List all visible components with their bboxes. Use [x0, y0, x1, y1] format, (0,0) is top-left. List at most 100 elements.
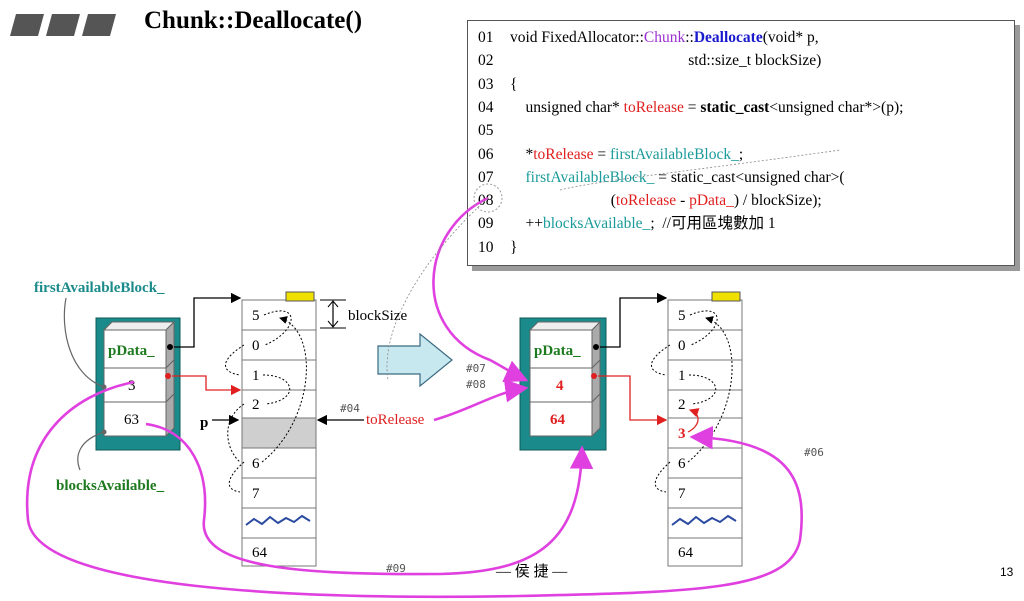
code-line: 07 firstAvailableBlock_ = static_cast<un… — [478, 167, 845, 189]
code-token: :: — [685, 29, 694, 46]
code-line: 09 ++blocksAvailable_; //可用區塊數加 1 — [478, 213, 776, 235]
code-token: * — [510, 145, 534, 163]
code-token: firstAvailableBlock_ — [525, 168, 655, 186]
code-token: } — [510, 238, 518, 256]
left-block-column: 5 0 1 2 6 7 64 — [241, 299, 317, 567]
right-first-available-value: 4 — [556, 378, 564, 394]
tag-04: #04 — [340, 402, 360, 415]
footer-author: — 侯 捷 — — [495, 563, 568, 580]
code-line: 05 — [478, 120, 510, 142]
memory-block — [241, 417, 317, 449]
code-token: void FixedAllocator:: — [510, 29, 644, 46]
code-line-number: 10 — [478, 238, 494, 256]
code-token: ++ — [510, 215, 543, 233]
code-token: toRelease — [533, 145, 594, 163]
code-token: static_cast — [700, 98, 770, 116]
left-blocks-available-value: 63 — [124, 412, 139, 428]
code-token: <unsigned char*>(p); — [769, 98, 904, 116]
tag-07: #07 — [466, 362, 486, 375]
transition-arrow — [377, 332, 453, 388]
memory-block — [241, 359, 317, 391]
to-release-label: toRelease — [366, 412, 425, 428]
memory-block-value: 2 — [678, 397, 686, 413]
memory-block — [667, 537, 743, 567]
code-token: pData_ — [689, 192, 734, 210]
code-token: - — [676, 192, 690, 210]
code-listing: 01 void FixedAllocator::Chunk::Deallocate… — [467, 20, 1015, 266]
memory-block-value: 3 — [678, 426, 686, 442]
memory-block — [241, 329, 317, 361]
code-token: ( — [510, 192, 616, 210]
slide-title: Chunk::Deallocate() — [144, 7, 363, 34]
blocks-available-label: blocksAvailable_ — [56, 478, 165, 494]
left-pdata-label: pData_ — [108, 343, 155, 359]
memory-block-value: 7 — [678, 486, 686, 502]
block-size-label: blockSize — [348, 308, 407, 324]
code-line-number: 05 — [478, 122, 494, 140]
code-line: 03{ — [478, 74, 517, 96]
code-token: blocksAvailable_ — [542, 215, 651, 233]
code-token: toRelease — [623, 98, 684, 116]
code-line-number: 01 — [478, 29, 494, 46]
code-line: 04 unsigned char* toRelease = static_cas… — [478, 97, 903, 119]
left-first-available-value: 3 — [128, 378, 136, 394]
right-pdata-label: pData_ — [534, 343, 581, 359]
memory-block-value: 6 — [252, 456, 260, 472]
code-token: = — [683, 98, 701, 116]
code-line: 01 void FixedAllocator::Chunk::Deallocate… — [478, 27, 819, 49]
memory-block-value: 7 — [252, 486, 260, 502]
memory-block-value: 0 — [252, 338, 260, 354]
memory-block — [667, 329, 743, 361]
tag-09: #09 — [386, 562, 406, 575]
code-line-number: 07 — [478, 168, 494, 186]
p-label: p — [200, 415, 208, 431]
code-token: = — [593, 145, 611, 163]
tag-08: #08 — [466, 378, 486, 391]
memory-block-value: 64 — [252, 545, 268, 561]
code-token: ) / blockSize); — [733, 192, 822, 210]
memory-block-value: 64 — [678, 545, 694, 561]
memory-block — [241, 447, 317, 479]
memory-block-value: 5 — [678, 308, 686, 324]
code-line: 02 std::size_t blockSize) — [478, 50, 821, 72]
code-token: = static_cast<unsigned char>( — [654, 168, 845, 186]
memory-block — [667, 299, 743, 331]
flow-curves — [25, 196, 803, 599]
memory-block-value: 0 — [678, 338, 686, 354]
left-free-list-links — [225, 310, 307, 493]
code-token: (void* p, — [762, 29, 819, 46]
code-line: 08 (toRelease - pData_) / blockSize); — [478, 190, 822, 212]
code-token: firstAvailableBlock_ — [610, 145, 739, 163]
code-line-number: 03 — [478, 75, 494, 93]
memory-block-value: 6 — [678, 456, 686, 472]
left-chunk-struct — [95, 317, 181, 451]
code-token: std::size_t blockSize) — [510, 52, 822, 70]
code-line: 10} — [478, 237, 517, 259]
elided-blocks-wave — [671, 514, 737, 526]
memory-block — [241, 477, 317, 509]
memory-block-value: 1 — [252, 368, 260, 384]
code-line-number: 02 — [478, 52, 494, 70]
code-line-number: 09 — [478, 215, 494, 233]
elided-blocks-wave — [245, 514, 311, 526]
code-token: ; — [738, 145, 744, 163]
right-chunk-struct — [519, 317, 607, 451]
code-line-number: 08 — [478, 192, 494, 210]
code-line: 06 *toRelease = firstAvailableBlock_; — [478, 144, 743, 166]
tag-06: #06 — [804, 446, 824, 459]
title-decoration-bars — [10, 14, 116, 36]
memory-block-value: 5 — [252, 308, 260, 324]
code-token: toRelease — [615, 192, 677, 210]
code-token: Chunk — [643, 29, 686, 46]
memory-block — [667, 477, 743, 509]
page-number: 13 — [1000, 565, 1014, 579]
code-token: unsigned char* — [510, 98, 624, 116]
memory-block — [667, 359, 743, 391]
memory-block-value: 2 — [252, 397, 260, 413]
code-line-number: 04 — [478, 98, 494, 116]
code-token: ; //可用區塊數加 1 — [650, 215, 776, 233]
code-token: Deallocate — [693, 29, 763, 46]
